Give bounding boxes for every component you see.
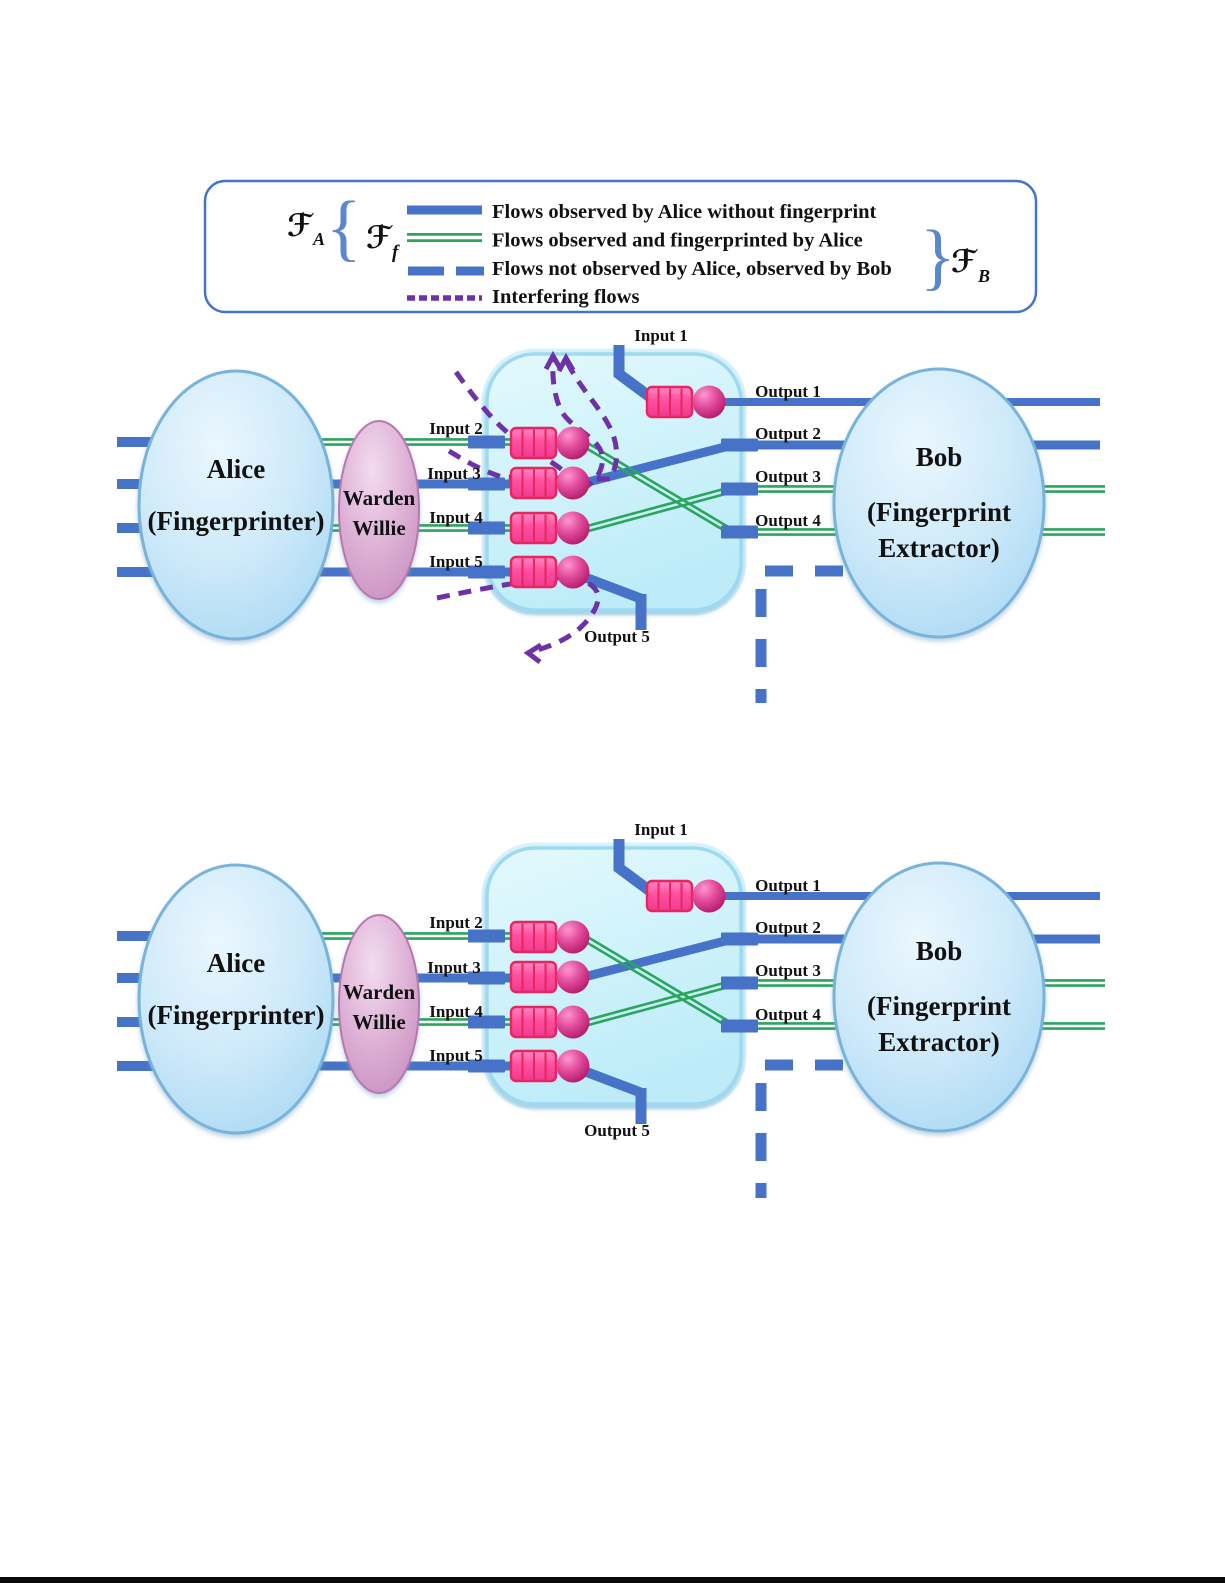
d1-input-4-label: Input 4 — [429, 508, 483, 527]
set-ff-subscript: f — [392, 242, 400, 263]
d1-queue-3 — [509, 465, 591, 501]
set-fa-subscript: A — [312, 229, 325, 249]
d2-bob-label-2: (Fingerprint — [867, 991, 1011, 1021]
diagram-1: Alice (Fingerprinter) Warden Willie Bob … — [117, 326, 1105, 703]
d2-queue-3 — [509, 959, 591, 995]
d1-interfering-flow-2-arrowhead — [556, 352, 576, 373]
d1-output-5-label: Output 5 — [584, 627, 650, 646]
d1-bob-label-1: Bob — [916, 442, 963, 472]
legend-item-3-label: Flows not observed by Alice, observed by… — [492, 258, 892, 280]
d2-input-4-label: Input 4 — [429, 1002, 483, 1021]
d2-queue-4 — [509, 1004, 591, 1040]
d1-alice-node — [137, 369, 335, 641]
d1-interfering-flows — [436, 350, 619, 664]
d2-queue-2 — [509, 919, 591, 955]
d1-warden-label-1: Warden — [343, 486, 416, 510]
d1-queue-5 — [509, 554, 591, 590]
d1-ports — [468, 435, 758, 579]
d2-queue-1 — [645, 878, 727, 914]
d2-alice-node — [137, 863, 335, 1135]
d2-output-2-label: Output 2 — [755, 918, 821, 937]
d1-interfering-flow-1-arrowhead — [543, 350, 563, 371]
d1-warden-label-2: Willie — [352, 516, 405, 540]
d1-input-1-label: Input 1 — [634, 326, 687, 345]
legend-sample-green-double — [407, 232, 482, 243]
set-fa-symbol: ℱ — [287, 208, 314, 244]
d1-alice-label-2: (Fingerprinter) — [148, 506, 325, 536]
d1-unobserved-flow-dashed — [755, 565, 843, 703]
d1-bob-label-2: (Fingerprint — [867, 497, 1011, 527]
d1-cross-4-to-3-green — [584, 486, 732, 533]
d2-queue-5 — [509, 1048, 591, 1084]
d2-input-5-label: Input 5 — [429, 1046, 482, 1065]
d1-flow-input-1-elbow — [613, 345, 654, 402]
d1-interfering-flow-3-arrowhead — [523, 642, 543, 664]
d1-warden-node — [338, 420, 420, 600]
set-fb-subscript: B — [977, 266, 990, 286]
d1-cross-3-to-2 — [586, 441, 731, 487]
right-brace: } — [920, 216, 956, 298]
legend-item-2-label: Flows observed and fingerprinted by Alic… — [492, 230, 863, 252]
d2-warden-node — [338, 914, 420, 1094]
set-fb-symbol: ℱ — [951, 244, 978, 280]
d2-warden-label-2: Willie — [352, 1010, 405, 1034]
d1-queue-2 — [509, 425, 591, 461]
d1-alice-label-1: Alice — [207, 454, 265, 484]
d2-unobserved-flow-dashed — [755, 1059, 843, 1198]
d2-cross-2-to-4-green — [584, 935, 732, 1029]
d1-cross-2-to-4-green — [584, 441, 732, 535]
d2-alice-label-2: (Fingerprinter) — [148, 1000, 325, 1030]
d2-bob-node — [832, 861, 1046, 1133]
d1-queue-4 — [509, 510, 591, 546]
left-brace: { — [326, 187, 362, 269]
d2-output-4-label: Output 4 — [755, 1005, 821, 1024]
d1-queue-1 — [645, 384, 727, 420]
d1-bob-label-3: Extractor) — [878, 533, 999, 563]
d1-output-1-label: Output 1 — [755, 382, 821, 401]
diagram-2: Alice (Fingerprinter) Warden Willie Bob … — [117, 820, 1105, 1198]
d2-output-1-label: Output 1 — [755, 876, 821, 895]
page-bottom-rule — [0, 1577, 1225, 1583]
set-ff-symbol: ℱ — [366, 220, 393, 256]
d1-interfering-flow-1 — [453, 360, 605, 495]
d1-output-4-label: Output 4 — [755, 511, 821, 530]
d1-output-3-label: Output 3 — [755, 467, 821, 486]
d2-input-1-label: Input 1 — [634, 820, 687, 839]
d1-output-2-label: Output 2 — [755, 424, 821, 443]
d2-output-3-label: Output 3 — [755, 961, 821, 980]
d1-bob-node — [832, 367, 1046, 639]
d1-input-2-label: Input 2 — [429, 419, 482, 438]
d2-input-3-label: Input 3 — [427, 958, 480, 977]
d1-input-3-label: Input 3 — [427, 464, 480, 483]
d2-output-5-label: Output 5 — [584, 1121, 650, 1140]
d2-flow-output-5-elbow — [582, 1066, 647, 1124]
d2-cross-3-to-2 — [586, 935, 731, 981]
d1-interfering-flow-2 — [447, 358, 619, 482]
d1-interfering-flow-3 — [436, 575, 601, 654]
d1-input-5-label: Input 5 — [429, 552, 482, 571]
d2-bob-label-1: Bob — [916, 936, 963, 966]
d2-ports — [468, 929, 758, 1073]
legend: ℱ A { ℱ f Flows observed by Alice withou… — [203, 179, 1038, 314]
d2-bob-label-3: Extractor) — [878, 1027, 999, 1057]
d2-warden-label-1: Warden — [343, 980, 416, 1004]
d2-alice-label-1: Alice — [207, 948, 265, 978]
d2-input-2-label: Input 2 — [429, 913, 482, 932]
legend-item-1-label: Flows observed by Alice without fingerpr… — [492, 201, 877, 223]
legend-item-4-label: Interfering flows — [492, 286, 639, 308]
d2-flow-input-1-elbow — [613, 839, 654, 896]
d1-flow-output-5-elbow — [582, 572, 647, 630]
d2-cross-4-to-3-green — [584, 980, 732, 1027]
